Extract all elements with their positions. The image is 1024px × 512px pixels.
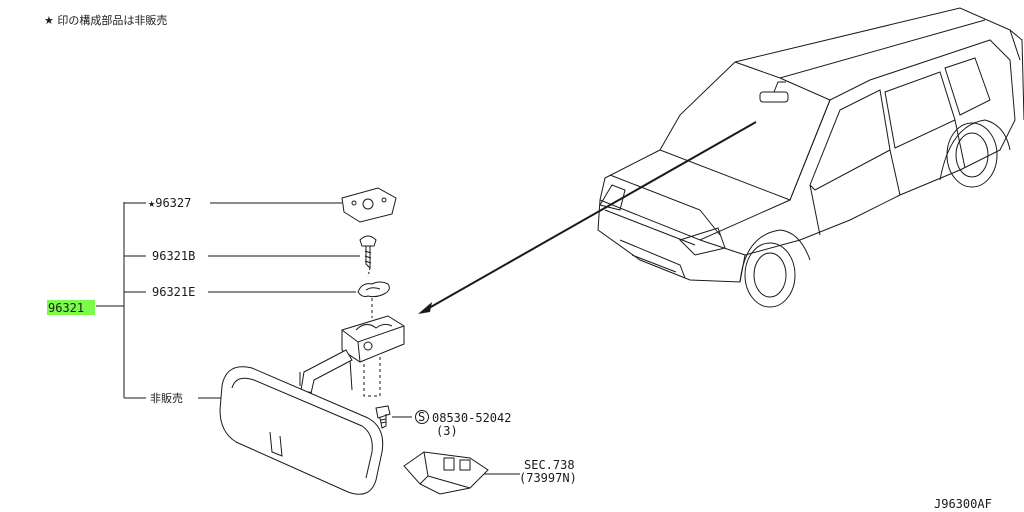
mirror-cover bbox=[403, 451, 489, 495]
part-number-bolt[interactable]: 08530-52042 bbox=[432, 411, 511, 425]
part-number-base[interactable]: ★96327 bbox=[148, 196, 191, 210]
drawing-id: J96300AF bbox=[934, 497, 992, 511]
mirror-mount bbox=[341, 315, 405, 397]
rearview-mirror-body bbox=[219, 366, 384, 495]
assembly-highlight bbox=[47, 300, 95, 315]
mirror-screw bbox=[359, 235, 377, 277]
bolt-quantity: (3) bbox=[436, 424, 458, 438]
mounting-bolt bbox=[375, 405, 391, 429]
cover-part-number[interactable]: (73997N) bbox=[519, 471, 577, 485]
detail-arrow bbox=[418, 121, 757, 314]
part-number-screw[interactable]: 96321B bbox=[152, 249, 195, 263]
standard-part-symbol bbox=[415, 410, 429, 424]
non-sale-note: ★ 印の構成部品は非販売 bbox=[44, 13, 167, 27]
part-number-assembly[interactable]: 96321 bbox=[48, 301, 84, 315]
mirror-base-plate bbox=[341, 187, 397, 223]
mirror-body-label: 非販売 bbox=[150, 392, 183, 405]
part-number-clip[interactable]: 96321E bbox=[152, 285, 195, 299]
mirror-clip bbox=[357, 281, 390, 318]
standard-part-letter: S bbox=[418, 410, 425, 424]
vehicle-illustration bbox=[597, 7, 1024, 308]
cover-section-ref[interactable]: SEC.738 bbox=[524, 458, 575, 472]
